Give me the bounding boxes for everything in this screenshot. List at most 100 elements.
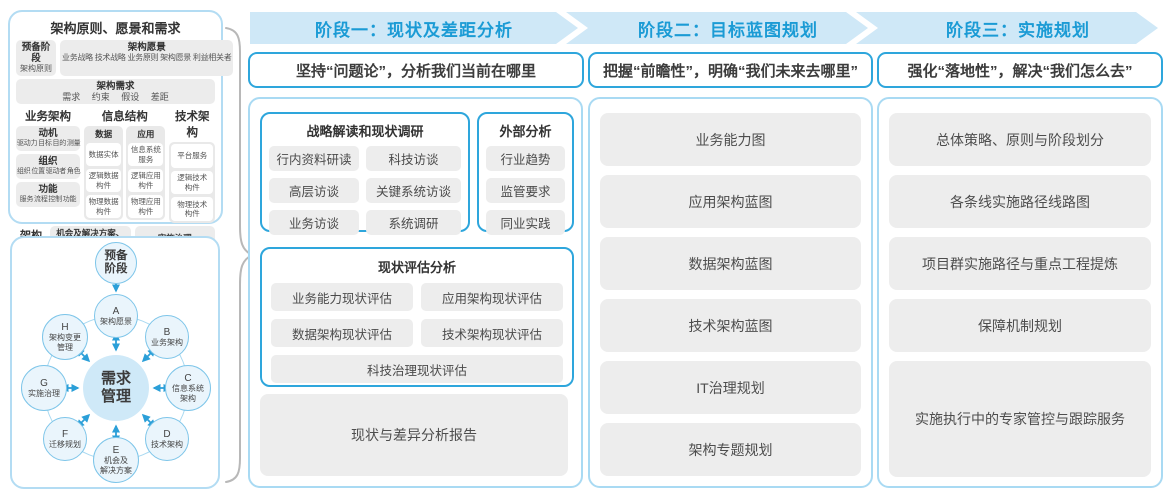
assessment-item: 科技治理现状评估 bbox=[271, 355, 563, 383]
phase-1-content: 战略解读和现状调研 行内资料研读 科技访谈 高层访谈 关键系统访谈 业务访谈 系… bbox=[248, 97, 583, 488]
external-analysis-list: 行业趋势 监管要求 同业实践 bbox=[486, 146, 565, 235]
organization-box: 组织 组织 位置 驱动者 角色 bbox=[16, 154, 81, 179]
node-label: 架构愿景 bbox=[100, 316, 132, 326]
phase-3-list: 总体策略、原则与阶段划分 各条线实施路径线路图 项目群实施路径与重点工程提炼 保… bbox=[879, 99, 1161, 486]
phase-2-subtitle: 把握“前瞻性”，明确“我们未来去哪里” bbox=[588, 52, 873, 88]
organization-sub: 组织 位置 驱动者 角色 bbox=[17, 168, 81, 175]
external-analysis-box: 外部分析 行业趋势 监管要求 同业实践 bbox=[477, 112, 574, 235]
survey-item: 系统调研 bbox=[366, 210, 461, 235]
phase-2-title: 阶段二：目标蓝图规划 bbox=[638, 20, 818, 40]
function-title: 功能 bbox=[38, 184, 58, 195]
phase-2-content: 业务能力图 应用架构蓝图 数据架构蓝图 技术架构蓝图 IT治理规划 架构专题规划 bbox=[588, 97, 873, 488]
adm-hub-requirements-management: 需求 管理 bbox=[83, 355, 149, 421]
phase-1-arrow bbox=[250, 12, 578, 44]
phase-2-arrow bbox=[566, 12, 868, 44]
external-item: 同业实践 bbox=[486, 210, 565, 235]
deliverable-item: 保障机制规划 bbox=[889, 299, 1151, 352]
architecture-columns: 业务架构 动机 驱动力 目标 目的 测量 组织 组织 位置 驱动者 角色 功能 … bbox=[16, 107, 215, 223]
business-architecture-column: 业务架构 动机 驱动力 目标 目的 测量 组织 组织 位置 驱动者 角色 功能 … bbox=[16, 107, 81, 223]
survey-item: 科技访谈 bbox=[366, 146, 461, 171]
application-item: 信息系统 服务 bbox=[128, 143, 164, 166]
node-letter: H bbox=[61, 322, 69, 333]
assessment-item: 业务能力现状评估 bbox=[271, 283, 413, 311]
assessment-box: 现状评估分析 业务能力现状评估 应用架构现状评估 数据架构现状评估 技术架构现状… bbox=[260, 247, 574, 387]
strategy-survey-title: 战略解读和现状调研 bbox=[306, 124, 424, 139]
node-label: 实施治理 bbox=[28, 388, 60, 398]
technology-item: 平台服务 bbox=[171, 144, 213, 168]
prep-phase-sub: 架构原则 bbox=[20, 64, 52, 73]
assessment-item: 数据架构现状评估 bbox=[271, 319, 413, 347]
deliverable-item: IT治理规划 bbox=[600, 361, 861, 414]
phase-arrow-band bbox=[250, 12, 1158, 44]
data-header: 数据 bbox=[95, 129, 113, 139]
information-structure-header: 信息结构 bbox=[101, 111, 148, 123]
strategy-survey-grid: 行内资料研读 科技访谈 高层访谈 关键系统访谈 业务访谈 系统调研 bbox=[269, 146, 461, 235]
adm-cycle-panel: 预备 阶段 A 架构愿景 B 业务架构 C 信息系统 架构 D 技术架构 E 机… bbox=[10, 236, 220, 489]
deliverable-item: 业务能力图 bbox=[600, 113, 861, 166]
node-label: 业务架构 bbox=[151, 337, 183, 347]
arch-requirements-box: 架构需求 需求 约束 假设 差距 bbox=[16, 79, 215, 104]
phase-1-title: 阶段一：现状及差距分析 bbox=[315, 20, 513, 40]
adm-node-b: B 业务架构 bbox=[145, 315, 189, 359]
node-letter: D bbox=[163, 428, 171, 440]
deliverable-item: 总体策略、原则与阶段划分 bbox=[889, 113, 1151, 166]
panel-title: 架构原则、愿景和需求 bbox=[50, 21, 181, 36]
adm-node-prep: 预备 阶段 bbox=[95, 242, 137, 284]
function-sub: 服务 流程 控制 功能 bbox=[19, 196, 77, 203]
technology-architecture-header: 技术架构 bbox=[174, 111, 210, 139]
node-letter: B bbox=[163, 326, 171, 338]
node-label: 架构变更 管理 bbox=[49, 333, 81, 352]
external-item: 监管要求 bbox=[486, 178, 565, 203]
data-item: 数据实体 bbox=[86, 143, 122, 166]
organization-title: 组织 bbox=[38, 156, 58, 167]
application-header: 应用 bbox=[137, 129, 155, 139]
information-structure-column: 信息结构 数据 数据实体 逻辑数据 构件 物理数据 构件 应用 信息系统 服务 … bbox=[84, 107, 166, 223]
assessment-item: 应用架构现状评估 bbox=[421, 283, 563, 311]
deliverable-item: 项目群实施路径与重点工程提炼 bbox=[889, 237, 1151, 290]
deliverable-item: 应用架构蓝图 bbox=[600, 175, 861, 228]
phase-3-arrow bbox=[856, 12, 1158, 44]
adm-node-h: H 架构变更 管理 bbox=[42, 314, 88, 360]
adm-node-g: G 实施治理 bbox=[21, 365, 67, 411]
node-label: 迁移规划 bbox=[49, 439, 81, 449]
adm-node-e: E 机会及 解决方案 bbox=[93, 437, 139, 483]
function-box: 功能 服务 流程 控制 功能 bbox=[16, 182, 80, 207]
data-subcolumn: 数据 数据实体 逻辑数据 构件 物理数据 构件 bbox=[84, 126, 124, 220]
phase-3-title: 阶段三：实施规划 bbox=[946, 20, 1090, 40]
gap-report-box: 现状与差异分析报告 bbox=[260, 394, 568, 476]
arch-vision-box: 架构愿景 业务战略 技术战略 业务原则 架构愿景 利益相关者 bbox=[60, 40, 234, 76]
technology-subcolumn: 平台服务 逻辑技术 构件 物理技术 构件 bbox=[169, 142, 215, 223]
motivation-title: 动机 bbox=[38, 128, 58, 139]
arch-requirements-sub: 需求 约束 假设 差距 bbox=[62, 92, 169, 102]
technology-item: 物理技术 构件 bbox=[171, 197, 213, 222]
node-letter: F bbox=[61, 428, 69, 440]
assessment-item: 技术架构现状评估 bbox=[421, 319, 563, 347]
external-item: 行业趋势 bbox=[486, 146, 565, 171]
deliverable-item: 数据架构蓝图 bbox=[600, 237, 861, 290]
technology-architecture-column: 技术架构 平台服务 逻辑技术 构件 物理技术 构件 bbox=[169, 107, 215, 223]
arch-requirements-title: 架构需求 bbox=[96, 81, 135, 92]
adm-node-c: C 信息系统 架构 bbox=[165, 365, 211, 411]
information-subcolumns: 数据 数据实体 逻辑数据 构件 物理数据 构件 应用 信息系统 服务 逻辑应用 … bbox=[84, 126, 166, 220]
survey-item: 行内资料研读 bbox=[269, 146, 359, 171]
architecture-content-panel: 架构原则、愿景和需求 预备阶段 架构原则 架构愿景 业务战略 技术战略 业务原则… bbox=[8, 10, 234, 260]
node-letter: E bbox=[112, 445, 120, 456]
deliverable-item: 实施执行中的专家管控与跟踪服务 bbox=[889, 361, 1151, 477]
business-architecture-header: 业务架构 bbox=[25, 111, 71, 123]
data-item: 物理数据 构件 bbox=[86, 195, 122, 218]
node-label: 技术架构 bbox=[151, 439, 183, 449]
arch-vision-sub: 业务战略 技术战略 业务原则 架构愿景 利益相关者 bbox=[62, 53, 232, 62]
prep-phase-box: 预备阶段 架构原则 bbox=[16, 40, 56, 76]
node-letter: C bbox=[184, 373, 192, 384]
adm-node-d: D 技术架构 bbox=[145, 417, 189, 461]
node-label: 信息系统 架构 bbox=[172, 384, 204, 403]
phase-3-content: 总体策略、原则与阶段划分 各条线实施路径线路图 项目群实施路径与重点工程提炼 保… bbox=[877, 97, 1163, 488]
strategy-survey-box: 战略解读和现状调研 行内资料研读 科技访谈 高层访谈 关键系统访谈 业务访谈 系… bbox=[260, 112, 470, 235]
prep-phase-title: 预备阶段 bbox=[21, 42, 51, 64]
deliverable-item: 技术架构蓝图 bbox=[600, 299, 861, 352]
survey-item: 高层访谈 bbox=[269, 178, 359, 203]
technology-item: 逻辑技术 构件 bbox=[171, 170, 213, 195]
phase-3-subtitle: 强化“落地性”，解决“我们怎么去” bbox=[877, 52, 1163, 88]
assessment-grid: 业务能力现状评估 应用架构现状评估 数据架构现状评估 技术架构现状评估 科技治理… bbox=[271, 283, 563, 383]
node-letter: A bbox=[112, 305, 120, 317]
